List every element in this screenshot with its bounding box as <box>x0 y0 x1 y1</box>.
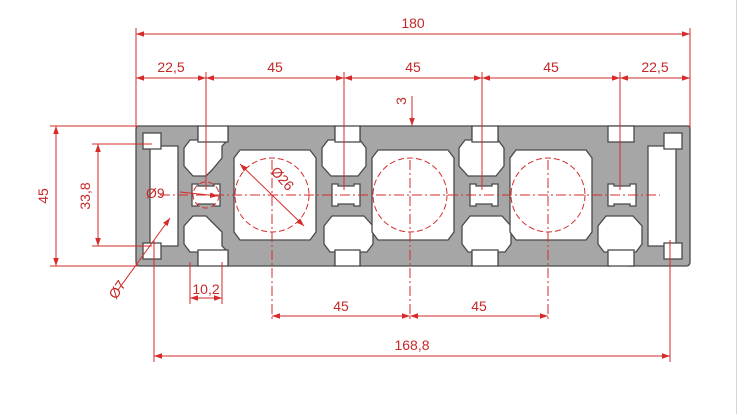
label-pitch-2: 45 <box>405 59 421 75</box>
label-pitch-1: 45 <box>267 59 283 75</box>
label-pitch-right-edge: 22,5 <box>641 59 668 75</box>
corner-bore-tr <box>663 132 683 150</box>
label-bottom-pitch-left: 45 <box>333 298 349 314</box>
corner-bore-br <box>663 242 683 260</box>
aluminium-profile <box>135 125 691 267</box>
label-overall-width: 180 <box>401 15 425 31</box>
label-inner-height: 33,8 <box>77 182 93 209</box>
left-end-chamber <box>149 145 179 247</box>
bottom-slot-1 <box>197 249 229 267</box>
label-bottom-pitch-right: 45 <box>471 298 487 314</box>
top-slot-2 <box>334 125 361 143</box>
top-slot-1 <box>197 125 229 143</box>
bottom-slot-4 <box>607 249 635 267</box>
small-bore-4 <box>607 183 637 207</box>
label-pitch-left-edge: 22,5 <box>157 59 184 75</box>
dimension-lines <box>50 28 691 362</box>
page-edge-line <box>736 0 737 414</box>
dimension-labels: 180 22,5 45 45 45 22,5 45 33,8 3 Ø9 Ø26 … <box>35 15 669 353</box>
label-overall-slot-span: 168,8 <box>394 337 429 353</box>
bottom-slot-2 <box>334 249 361 267</box>
label-wall-thickness: 3 <box>393 97 409 105</box>
top-slot-4 <box>607 125 635 143</box>
label-corner-bore: Ø7 <box>105 277 129 302</box>
right-end-chamber <box>647 145 677 247</box>
bottom-slot-3 <box>471 249 499 267</box>
top-slot-3 <box>471 125 499 143</box>
label-small-bore: Ø9 <box>146 185 165 201</box>
label-height: 45 <box>35 188 51 204</box>
corner-bore-tl <box>142 132 162 150</box>
label-pitch-3: 45 <box>543 59 559 75</box>
label-slot-width: 10,2 <box>192 281 219 297</box>
